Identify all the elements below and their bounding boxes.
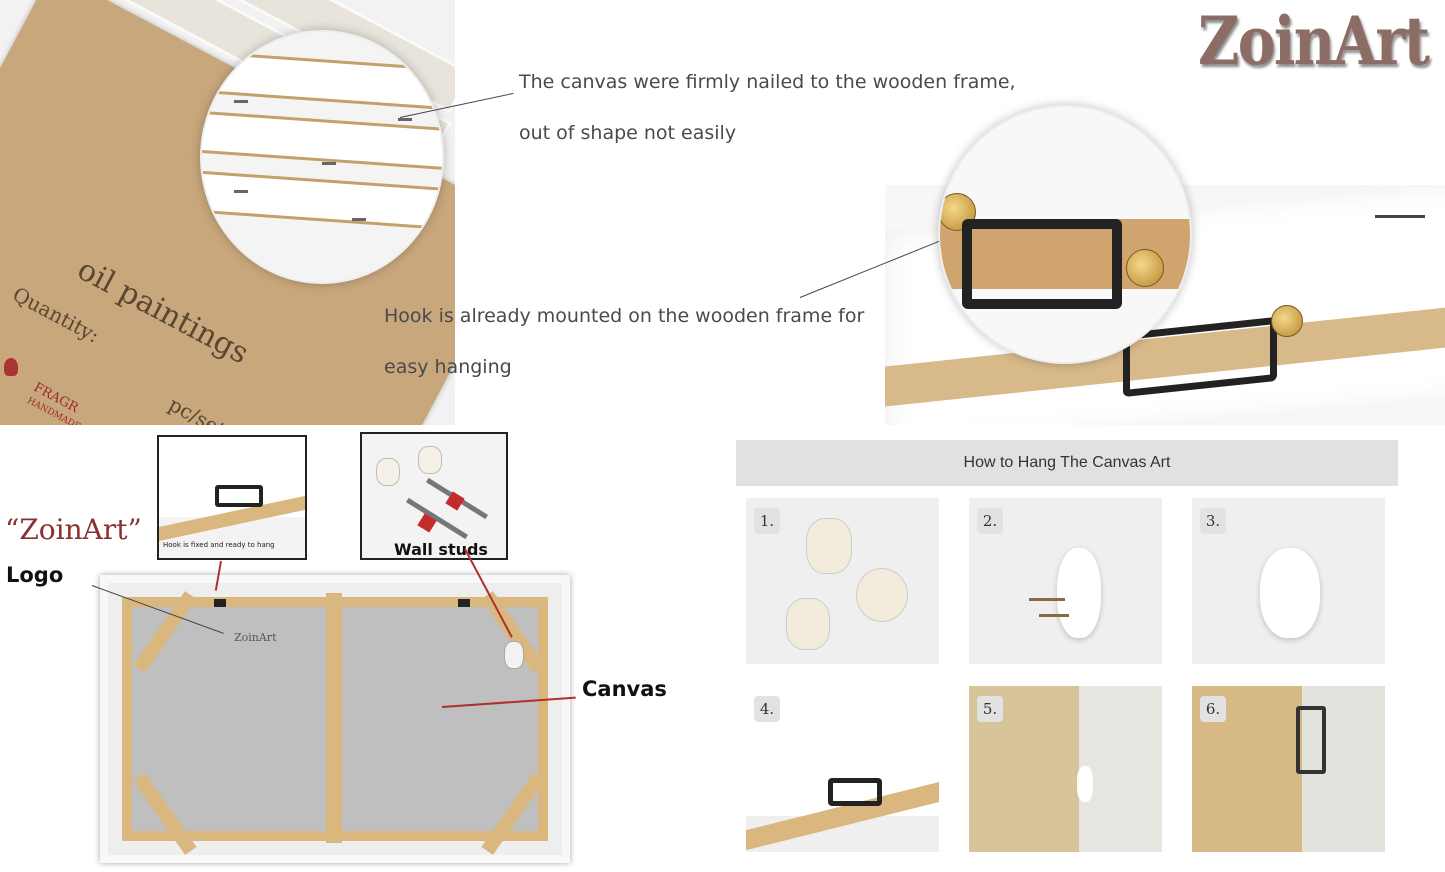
- step-number-overlay: 4.: [754, 696, 780, 722]
- maker-logo-icon: [4, 358, 18, 376]
- center-brace: [326, 593, 342, 843]
- wall-studs-caption: Wall studs: [394, 540, 488, 559]
- kraft-packaging-photo: oil paintings Quantity: pc/set FRAGR HAN…: [0, 0, 455, 425]
- brand-logo: ZoinArt: [1198, 2, 1430, 80]
- how-to-title: How to Hang The Canvas Art: [963, 454, 1171, 471]
- wall-studs-inset: Wall studs: [360, 432, 508, 560]
- step-number: 6.: [1200, 696, 1226, 722]
- canvas-label: Canvas: [582, 677, 667, 701]
- nail-icon: [1375, 215, 1425, 218]
- back-watermark: ZoinArt: [234, 631, 277, 644]
- wall-stud-icon: [786, 598, 830, 650]
- hook-icon: [214, 599, 226, 607]
- step-6: 6.: [1192, 686, 1385, 852]
- wall-stud-icon: [504, 641, 524, 669]
- hook-icon: [458, 599, 470, 607]
- nail-zoom-magnifier: [200, 30, 444, 284]
- nail-icon: [234, 190, 248, 193]
- wall-stud-icon: [376, 458, 400, 486]
- wall-stud-icon: [856, 568, 908, 622]
- hook-zoom-magnifier: [938, 105, 1192, 364]
- hanger-bracket-icon: [1296, 706, 1326, 774]
- nail-icon: [352, 218, 366, 221]
- wall-stud-icon: [418, 446, 442, 474]
- step-3: 3.: [1192, 498, 1385, 664]
- wall-stud-icon: [1260, 548, 1320, 638]
- nail-icon: [322, 162, 336, 165]
- step-5: 5.: [969, 686, 1162, 852]
- step-number: 2.: [977, 508, 1003, 534]
- step-number: 3.: [1200, 508, 1226, 534]
- step-2: 2.: [969, 498, 1162, 664]
- nail-caption-line1: The canvas were firmly nailed to the woo…: [519, 71, 1016, 93]
- hook-ready-inset: Hook is fixed and ready to hang: [157, 435, 307, 560]
- hook-caption-line2: easy hanging: [384, 356, 512, 378]
- wall-surface: [1079, 686, 1162, 852]
- nail-icon: [234, 100, 248, 103]
- nail-icon: [398, 118, 412, 121]
- hook-ready-caption: Hook is fixed and ready to hang: [163, 541, 275, 549]
- how-to-header: How to Hang The Canvas Art: [736, 440, 1398, 486]
- step-4: 4. 4.: [746, 686, 939, 852]
- wall-stud-icon: [1057, 548, 1101, 638]
- screw-icon: [1126, 249, 1164, 287]
- nail-caption-line2: out of shape not easily: [519, 122, 737, 144]
- hook-caption-line1: Hook is already mounted on the wooden fr…: [384, 305, 865, 327]
- nail-icon: [1029, 598, 1065, 601]
- step-number: 5.: [977, 696, 1003, 722]
- step-number: 1.: [754, 508, 780, 534]
- wall-stud-icon: [1077, 766, 1093, 802]
- step-1: 1.: [746, 498, 939, 664]
- hanger-bracket-icon: [215, 485, 263, 507]
- canvas-back-photo: ZoinArt: [100, 575, 570, 863]
- logo-label: Logo: [6, 563, 64, 587]
- hanger-bracket-icon: [962, 219, 1122, 309]
- frame-bar: [202, 169, 442, 233]
- hanger-bracket-icon: [828, 778, 882, 806]
- logo-quote: “ZoinArt”: [5, 513, 142, 546]
- wall-stud-icon: [806, 518, 852, 574]
- screw-icon: [1271, 305, 1303, 337]
- nail-icon: [1039, 614, 1069, 617]
